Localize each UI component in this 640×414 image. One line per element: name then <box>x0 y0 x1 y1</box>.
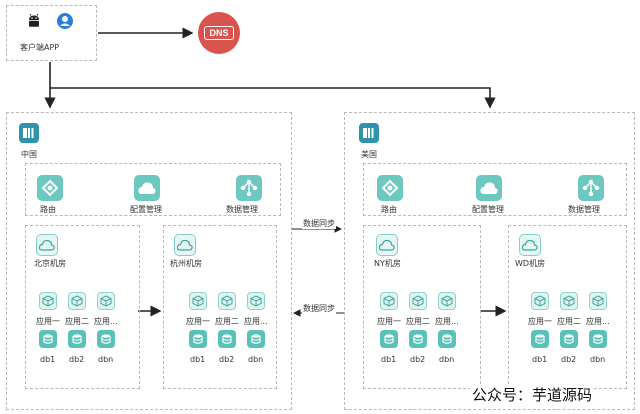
app-cube-icon <box>247 292 265 310</box>
room-cloud-icon <box>376 234 398 256</box>
sync-label-bottom: 数据同步 <box>302 303 336 314</box>
room-hangzhou: 杭州机房 应用一 应用二 应用... db1 db2 dbn <box>163 225 277 389</box>
android-icon <box>27 13 41 33</box>
room-wd: WD机房 应用一 应用二 应用... db1 db2 dbn <box>508 225 627 389</box>
database-icon <box>39 330 57 348</box>
app-cube-icon <box>438 292 456 310</box>
database-icon <box>438 330 456 348</box>
room-ny: NY机房 应用一 应用二 应用... db1 db2 dbn <box>363 225 481 389</box>
database-icon <box>560 330 578 348</box>
app-cube-icon <box>409 292 427 310</box>
route-icon <box>37 175 63 201</box>
service-route-label: 路由 <box>40 205 56 214</box>
room-title: 北京机房 <box>34 259 66 268</box>
room-cloud-icon <box>174 234 196 256</box>
region-title: 中国 <box>21 150 37 159</box>
app-cube-icon <box>68 292 86 310</box>
watermark: 公众号：芋道源码 <box>470 384 595 405</box>
app-cube-icon <box>531 292 549 310</box>
service-data-label: 数据管理 <box>568 205 600 214</box>
app-label: 应用... <box>244 317 268 326</box>
app-label: 应用二 <box>406 317 430 326</box>
app-label: 应用二 <box>215 317 239 326</box>
database-icon <box>409 330 427 348</box>
app-label: 应用一 <box>36 317 60 326</box>
app-label: 应用一 <box>528 317 552 326</box>
db-label: dbn <box>439 355 455 364</box>
sync-label-top: 数据同步 <box>302 218 336 229</box>
config-cloud-icon <box>134 175 160 201</box>
app-label: 应用... <box>435 317 459 326</box>
room-beijing: 北京机房 应用一 应用二 应用... db1 db2 dbn <box>25 225 140 389</box>
database-icon <box>531 330 549 348</box>
database-icon <box>589 330 607 348</box>
service-config-label: 配置管理 <box>472 205 504 214</box>
dns-icon: DNS <box>198 12 240 54</box>
app-cube-icon <box>560 292 578 310</box>
region-building-icon <box>19 123 39 143</box>
db-label: db2 <box>219 355 235 364</box>
room-title: 杭州机房 <box>170 259 202 268</box>
room-title: WD机房 <box>515 259 546 268</box>
data-share-icon <box>236 175 262 201</box>
db-label: db2 <box>410 355 426 364</box>
client-box: 客户端APP <box>6 5 97 61</box>
room-cloud-icon <box>519 234 541 256</box>
app-label: 应用一 <box>186 317 210 326</box>
room-cloud-icon <box>36 234 58 256</box>
database-icon <box>97 330 115 348</box>
db-label: db1 <box>532 355 548 364</box>
db-label: dbn <box>590 355 606 364</box>
app-cube-icon <box>189 292 207 310</box>
services-panel: 路由 配置管理 数据管理 <box>363 163 627 216</box>
db-label: dbn <box>248 355 264 364</box>
region-title: 美国 <box>361 150 377 159</box>
region-building-icon <box>359 123 379 143</box>
arrow-client-to-us <box>50 87 496 109</box>
user-icon <box>57 13 73 29</box>
app-cube-icon <box>380 292 398 310</box>
app-cube-icon <box>39 292 57 310</box>
service-config-label: 配置管理 <box>130 205 162 214</box>
data-share-icon <box>578 175 604 201</box>
db-label: dbn <box>98 355 114 364</box>
app-label: 应用... <box>94 317 118 326</box>
services-panel: 路由 配置管理 数据管理 <box>25 163 281 216</box>
db-label: db1 <box>40 355 56 364</box>
room-title: NY机房 <box>374 259 401 268</box>
db-label: db1 <box>381 355 397 364</box>
db-label: db1 <box>190 355 206 364</box>
db-label: db2 <box>561 355 577 364</box>
database-icon <box>68 330 86 348</box>
app-label: 应用二 <box>65 317 89 326</box>
database-icon <box>247 330 265 348</box>
route-icon <box>377 175 403 201</box>
app-label: 应用一 <box>377 317 401 326</box>
region-usa: 美国 路由 配置管理 数据管理 NY机房 应用一 应用二 应用... db1 d… <box>344 112 635 410</box>
dns-text: DNS <box>209 28 229 38</box>
database-icon <box>218 330 236 348</box>
service-route-label: 路由 <box>381 205 397 214</box>
app-label: 应用二 <box>557 317 581 326</box>
service-data-label: 数据管理 <box>226 205 258 214</box>
app-cube-icon <box>218 292 236 310</box>
database-icon <box>380 330 398 348</box>
config-cloud-icon <box>476 175 502 201</box>
database-icon <box>189 330 207 348</box>
app-label: 应用... <box>586 317 610 326</box>
region-china: 中国 路由 配置管理 数据管理 北京机房 应用一 应用二 应用... db1 d… <box>6 112 292 410</box>
db-label: db2 <box>69 355 85 364</box>
app-cube-icon <box>97 292 115 310</box>
client-label: 客户端APP <box>20 43 60 52</box>
app-cube-icon <box>589 292 607 310</box>
